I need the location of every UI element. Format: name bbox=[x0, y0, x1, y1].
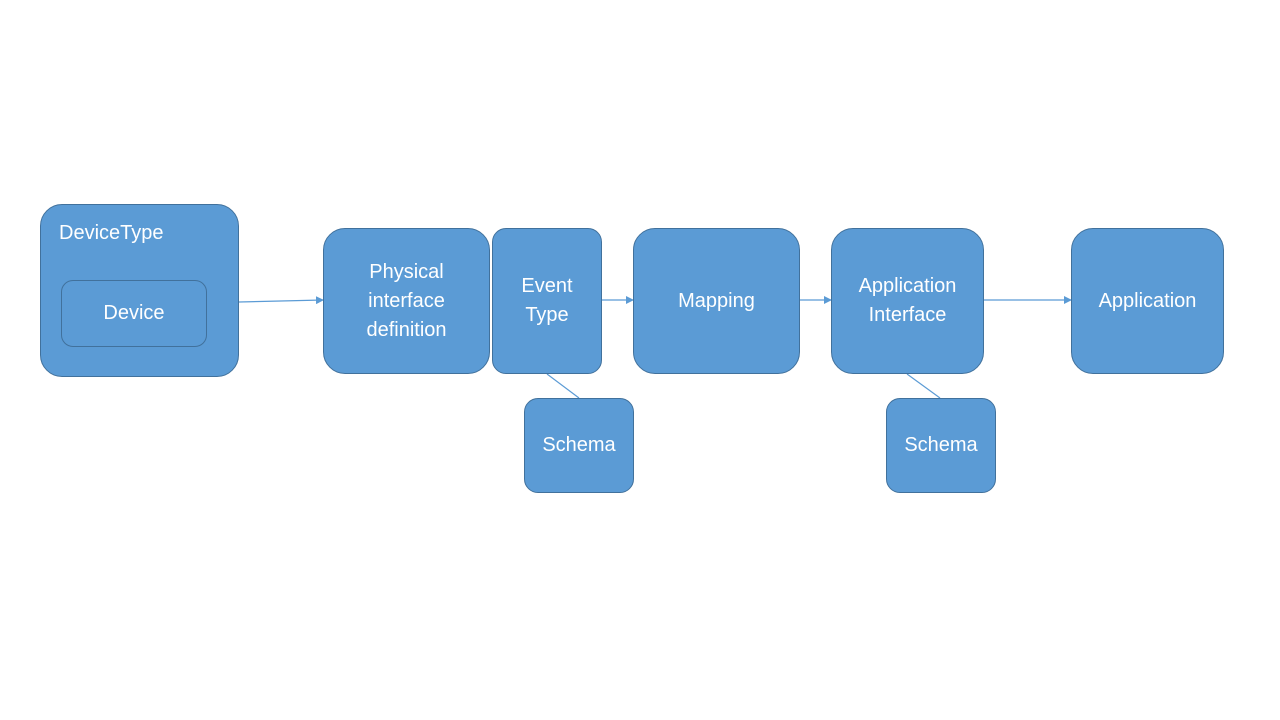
event-type-label: Event Type bbox=[521, 275, 573, 326]
device-node: Device bbox=[61, 280, 207, 347]
physical-interface-label: Physical interface definition bbox=[366, 260, 447, 341]
device-label: Device bbox=[103, 302, 165, 324]
arrow-devicetype-to-physical bbox=[238, 296, 324, 305]
schema-left-label: Schema bbox=[542, 434, 616, 456]
schema-node-right: Schema bbox=[886, 398, 996, 493]
device-type-node: DeviceType Device bbox=[40, 204, 239, 377]
mapping-node: Mapping bbox=[633, 228, 800, 374]
link-appinterface-to-schema bbox=[906, 373, 941, 399]
application-label: Application bbox=[1098, 289, 1197, 312]
link-eventtype-to-schema bbox=[546, 373, 580, 399]
application-interface-node: Application Interface bbox=[831, 228, 984, 374]
mapping-label: Mapping bbox=[678, 289, 755, 312]
application-node: Application bbox=[1071, 228, 1224, 374]
device-type-label: DeviceType bbox=[59, 222, 164, 244]
event-type-node: Event Type bbox=[492, 228, 602, 374]
application-interface-label: Application Interface bbox=[858, 275, 957, 326]
schema-node-left: Schema bbox=[524, 398, 634, 493]
physical-interface-node: Physical interface definition bbox=[323, 228, 490, 374]
schema-right-label: Schema bbox=[904, 434, 978, 456]
